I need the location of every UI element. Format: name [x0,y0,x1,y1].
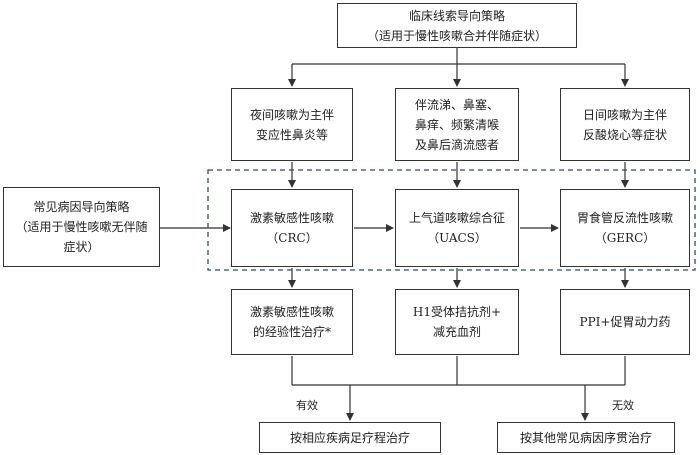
clue-box-postnasal: 伴流涕、鼻塞、 鼻痒、频繁清喉 及鼻后滴流感者 [395,88,519,161]
result-box-ineffective: 按其他常见病因序贯治疗 [497,422,675,453]
disease-box-gerc: 胃食管反流性咳嗽 （GERC） [560,189,690,267]
disease-name: 上气道咳嗽综合征 [408,211,505,225]
top-strategy-title: 临床线索导向策略 [408,8,505,23]
treatment-line: H1受体拮抗剂+ [412,305,502,319]
treatment-box-uacs: H1受体拮抗剂+ 减充血剂 [395,289,519,355]
result-box-effective: 按相应疾病足疗程治疗 [259,422,441,453]
treatment-box-gerc: PPI+促胃动力药 [560,289,690,355]
clue-line: 日间咳嗽为主伴 [582,107,667,122]
clue-line: 反酸烧心等症状 [582,127,667,142]
disease-box-crc: 激素敏感性咳嗽 （CRC） [231,189,353,267]
left-strategy-note: （适用于慢性咳嗽无伴随 [15,220,148,234]
treatment-box-crc: 激素敏感性咳嗽 的经验性治疗* [231,289,353,355]
clue-line: 夜间咳嗽为主伴 [249,107,334,122]
left-strategy-box: 常见病因导向策略 （适用于慢性咳嗽无伴随 症状） [3,187,160,267]
result-text: 按其他常见病因序贯治疗 [519,430,652,445]
treatment-line: PPI+促胃动力药 [579,315,671,329]
dashed-frame [207,169,696,271]
disease-box-uacs: 上气道咳嗽综合征 （UACS） [395,189,519,267]
treatment-line: 激素敏感性咳嗽 [249,305,334,319]
treatment-line: 的经验性治疗* [252,325,331,339]
disease-abbr: （GERC） [594,231,656,245]
top-strategy-box: 临床线索导向策略 （适用于慢性咳嗽合并伴随症状） [337,3,577,48]
effective-label: 有效 [296,397,318,413]
disease-name: 激素敏感性咳嗽 [249,211,334,225]
clue-box-daytime: 日间咳嗽为主伴 反酸烧心等症状 [560,88,690,161]
disease-name: 胃食管反流性咳嗽 [576,211,673,225]
left-strategy-note: 症状） [63,240,100,254]
clue-line: 鼻痒、频繁清喉 [414,117,499,132]
result-text: 按相应疾病足疗程治疗 [289,430,410,445]
disease-abbr: （UACS） [427,231,487,245]
ineffective-label: 无效 [612,397,634,413]
disease-abbr: （CRC） [266,231,318,245]
clue-line: 变应性鼻炎等 [255,127,328,142]
clue-line: 及鼻后滴流感者 [414,137,499,152]
clue-box-nocturnal: 夜间咳嗽为主伴 变应性鼻炎等 [231,88,353,161]
left-strategy-title: 常见病因导向策略 [33,200,130,214]
treatment-line: 减充血剂 [432,325,481,339]
top-strategy-note: （适用于慢性咳嗽合并伴随症状） [366,28,547,43]
clue-line: 伴流涕、鼻塞、 [414,97,499,112]
